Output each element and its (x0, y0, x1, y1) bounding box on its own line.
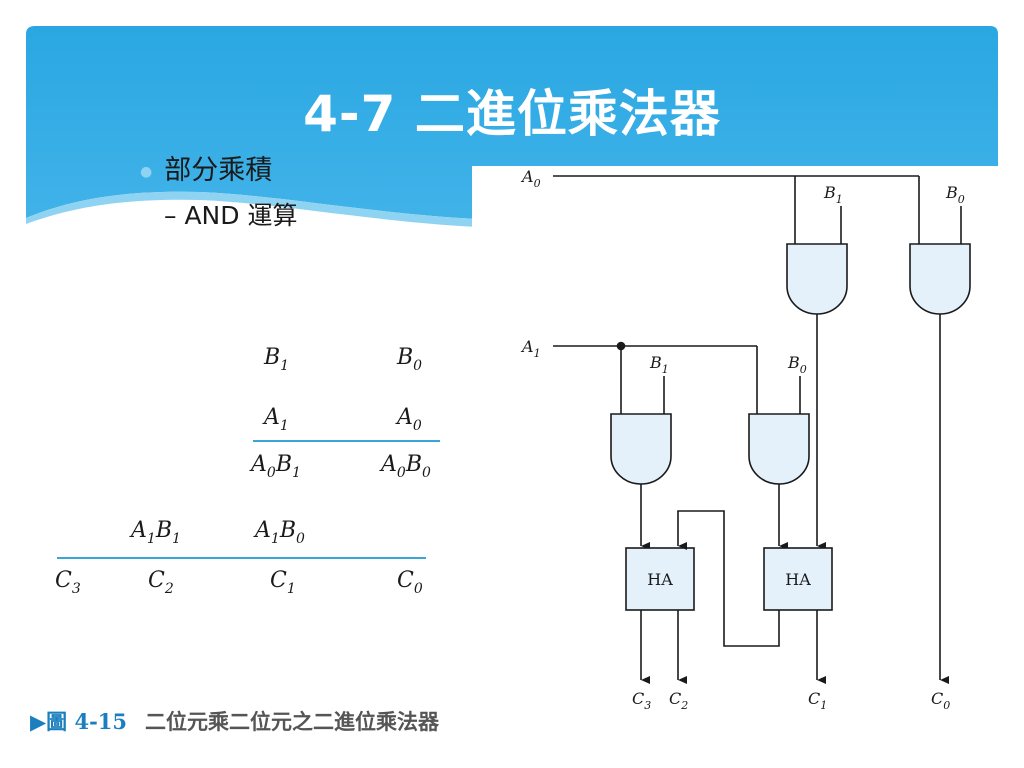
label-g2-b0: B0 (945, 183, 965, 206)
mul-a1b1: A1B1 (129, 518, 181, 547)
and-gate-a0b0 (909, 243, 971, 315)
bullet-and-operation: – AND 運算 (164, 201, 298, 230)
slide-title: 4-7 二進位乘法器 (303, 85, 721, 143)
circuit-labels: A0 A1 B1 B0 B1 B0 HA HA C3 C2 C1 C0 (520, 167, 965, 712)
label-c2: C2 (669, 689, 688, 712)
header-wave (26, 191, 560, 229)
half-adder-1 (625, 547, 695, 611)
label-c0: C0 (931, 689, 950, 712)
label-ha-1: HA (647, 570, 673, 589)
caption-text: 二位元乘二位元之二進位乘法器 (145, 709, 440, 734)
label-a0: A0 (520, 167, 541, 190)
bullet-icon: ● (140, 163, 153, 180)
mul-a1b0: A1B0 (253, 518, 305, 547)
bullet-l1-text: 部分乘積 (164, 155, 273, 186)
half-adder-2 (763, 547, 833, 611)
mul-a0b0: A0B0 (379, 452, 431, 481)
multiplication-layout: B1 B0 A1 A0 A0B1 A0B0 A1B1 A1B0 C3 C2 C1… (55, 345, 440, 597)
label-c1: C1 (808, 689, 827, 712)
mul-c3: C3 (55, 568, 81, 597)
mul-c1: C1 (270, 568, 296, 597)
junction-a1 (616, 341, 626, 351)
figure-caption: ▶圖 4-15 二位元乘二位元之二進位乘法器 (30, 706, 439, 736)
label-ha-2: HA (785, 570, 811, 589)
and-gate-a0b1 (786, 243, 848, 315)
circuit-diagram (553, 175, 971, 684)
and-gate-a1b1 (610, 413, 672, 485)
caption-figure-number: 圖 4-15 (46, 709, 128, 734)
label-g1-b1: B1 (823, 183, 843, 206)
bullet-partial-products: ● 部分乘積 (140, 148, 272, 187)
label-g4-b0: B0 (787, 353, 807, 376)
mul-a0b1: A0B1 (249, 452, 301, 481)
mul-c2: C2 (148, 568, 174, 597)
label-g3-b1: B1 (649, 353, 669, 376)
label-a1: A1 (520, 337, 541, 360)
and-gate-a1b0 (748, 413, 810, 485)
mul-b1: B1 (263, 345, 289, 374)
wire-ha2-carry-ha1 (677, 510, 780, 647)
mul-c0: C0 (397, 568, 423, 597)
mul-a0: A0 (395, 405, 422, 434)
caption-marker-icon: ▶ (30, 709, 47, 734)
mul-b0: B0 (396, 345, 422, 374)
label-c3: C3 (632, 689, 651, 712)
mul-a1: A1 (262, 405, 289, 434)
